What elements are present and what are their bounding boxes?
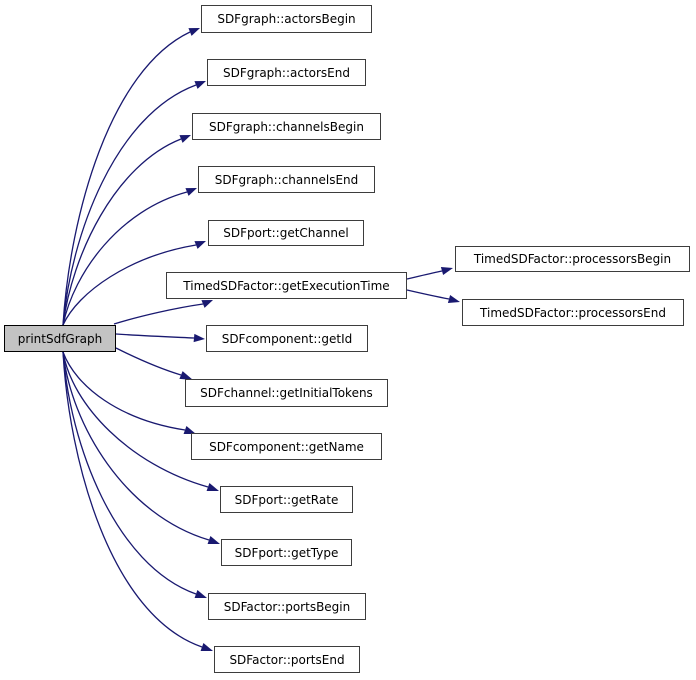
edge-print-sdf-graph-to-sdfport-get-type — [62, 351, 210, 541]
arrowhead-sdfgraph-actors-begin — [188, 28, 200, 36]
edge-print-sdf-graph-to-sdfport-get-rate — [62, 351, 209, 488]
arrowhead-sdfactor-ports-begin — [194, 590, 207, 598]
node-sdfcomponent-get-name[interactable]: SDFcomponent::getName — [191, 433, 382, 460]
node-timedsdfactor-processors-begin[interactable]: TimedSDFactor::processorsBegin — [455, 246, 690, 272]
node-sdfgraph-actors-end[interactable]: SDFgraph::actorsEnd — [207, 59, 366, 86]
node-sdfactor-ports-end[interactable]: SDFactor::portsEnd — [214, 646, 360, 673]
node-sdfport-get-rate[interactable]: SDFport::getRate — [220, 486, 353, 513]
edge-print-sdf-graph-to-sdfgraph-channels-end — [62, 191, 188, 326]
node-timedsdfactor-processors-end[interactable]: TimedSDFactor::processorsEnd — [462, 299, 684, 326]
node-sdfgraph-channels-end[interactable]: SDFgraph::channelsEnd — [198, 166, 375, 193]
node-sdfport-get-channel[interactable]: SDFport::getChannel — [208, 220, 364, 246]
arrowhead-sdfcomponent-get-name — [183, 426, 196, 434]
edge-print-sdf-graph-to-sdfcomponent-get-name — [62, 351, 186, 431]
arrowhead-sdfport-get-type — [207, 536, 220, 544]
node-sdfchannel-get-initial-tokens[interactable]: SDFchannel::getInitialTokens — [185, 379, 388, 407]
node-sdfactor-ports-begin[interactable]: SDFactor::portsBegin — [208, 593, 366, 620]
arrowhead-timedsdfactor-processors-end — [447, 294, 460, 304]
edge-timedsdfactor-get-execution-time-to-timedsdfactor-processors-end — [406, 289, 450, 300]
arrowhead-sdfport-get-rate — [206, 483, 219, 491]
arrowhead-timedsdfactor-get-execution-time — [201, 300, 213, 308]
arrowhead-sdfchannel-get-initial-tokens — [179, 371, 193, 380]
arrowhead-sdfcomponent-get-id — [193, 333, 205, 343]
edge-print-sdf-graph-to-sdfactor-ports-begin — [62, 351, 197, 595]
edge-print-sdf-graph-to-sdfcomponent-get-id — [115, 333, 195, 339]
edge-print-sdf-graph-to-sdfport-get-channel — [62, 244, 197, 326]
node-sdfgraph-channels-begin[interactable]: SDFgraph::channelsBegin — [192, 113, 381, 140]
arrowhead-sdfactor-ports-end — [200, 643, 213, 651]
edge-timedsdfactor-get-execution-time-to-timedsdfactor-processors-begin — [406, 270, 443, 280]
node-sdfgraph-actors-begin[interactable]: SDFgraph::actorsBegin — [201, 5, 372, 33]
edge-print-sdf-graph-to-sdfgraph-actors-end — [62, 84, 197, 326]
edge-print-sdf-graph-to-sdfgraph-channels-begin — [62, 138, 182, 326]
edge-print-sdf-graph-to-sdfgraph-actors-begin — [62, 31, 191, 326]
edge-print-sdf-graph-to-sdfchannel-get-initial-tokens — [115, 347, 182, 376]
arrowhead-sdfgraph-channels-begin — [179, 135, 191, 143]
arrowhead-timedsdfactor-processors-begin — [440, 266, 453, 276]
node-timedsdfactor-get-execution-time[interactable]: TimedSDFactor::getExecutionTime — [166, 272, 407, 299]
node-sdfcomponent-get-id[interactable]: SDFcomponent::getId — [206, 325, 368, 352]
node-sdfport-get-type[interactable]: SDFport::getType — [221, 539, 352, 566]
arrowhead-sdfgraph-actors-end — [194, 81, 206, 89]
node-print-sdf-graph: printSdfGraph — [4, 325, 116, 352]
edge-print-sdf-graph-to-timedsdfactor-get-execution-time — [113, 303, 204, 325]
arrowhead-sdfgraph-channels-end — [185, 188, 197, 196]
arrowhead-sdfport-get-channel — [194, 241, 206, 249]
edge-print-sdf-graph-to-sdfactor-ports-end — [62, 351, 203, 648]
